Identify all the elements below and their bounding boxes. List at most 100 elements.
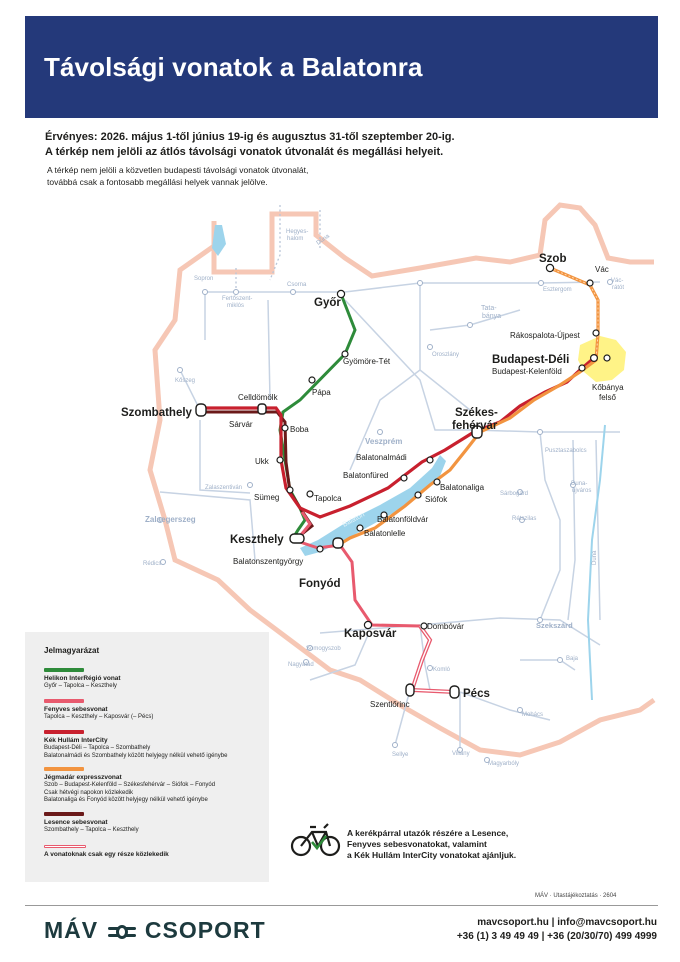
legend-swatch: [44, 668, 84, 672]
label-baja: Baja: [566, 656, 579, 662]
label-pusztaszabolcs: Pusztaszabolcs: [545, 448, 587, 454]
label-magyarboly: Magyarbóly: [488, 761, 519, 767]
label-kobanya-2: felső: [599, 393, 616, 402]
intro-text: Érvényes: 2026. május 1-től június 19-ig…: [45, 130, 645, 188]
label-sarbogard: Sárbogárd: [500, 491, 528, 497]
legend-swatch: [44, 699, 84, 703]
label-balatonalmadi: Balatonalmádi: [356, 453, 407, 462]
route-helikon: [278, 293, 357, 541]
label-szekszard: Szekszárd: [536, 621, 573, 630]
label-dombovar: Dombóvár: [427, 622, 464, 631]
legend-item-partial: A vonatoknak csak egy része közlekedik: [44, 845, 266, 859]
label-tapolca: Tapolca: [314, 494, 342, 503]
legend-item-route: Szob – Budapest-Kelenföld – Székesfehérv…: [44, 782, 216, 788]
page-title: Távolsági vonatok a Balatonra: [44, 52, 423, 82]
route-jegmadar: [339, 266, 600, 546]
route-partial: [409, 624, 456, 694]
legend-item-name: Jégmadár expresszvonat: [44, 774, 122, 781]
label-tata-2: bánya: [482, 313, 501, 320]
header-banner: Távolsági vonatok a Balatonra: [25, 16, 658, 118]
label-balatonfoldvar: Balatonföldvár: [377, 515, 428, 524]
legend-item-route: Budapest-Déli – Tapolca – Szombathely: [44, 745, 151, 751]
bike-note-line-2: Fenyves sebesvonatokat, valamint: [347, 839, 487, 849]
legend-swatch: [44, 767, 84, 771]
legend-item-name: Fenyves sebesvonat: [44, 706, 108, 713]
label-kobanya-1: Kőbánya: [592, 383, 624, 392]
legend-item-route: Tapolca – Keszthely – Kaposvár (– Pécs): [44, 714, 154, 720]
label-pecs: Pécs: [463, 688, 490, 700]
label-mohacs: Mohács: [522, 712, 543, 718]
note-line-2: továbbá csak a fontosabb megállási helye…: [47, 177, 268, 187]
bike-note: A kerékpárral utazók részére a Lesence, …: [347, 828, 516, 861]
label-retszilas: Rétszilas: [512, 516, 536, 522]
label-koszeg: Kőszeg: [175, 378, 195, 384]
label-rede: Rédics: [143, 561, 161, 567]
label-csorna: Csorna: [287, 282, 307, 288]
country-border-west: [147, 243, 656, 758]
label-somogyszob: Somogyszob: [306, 646, 341, 652]
label-balatonaliga: Balatonaliga: [440, 483, 485, 492]
footer-divider: [25, 905, 658, 906]
mav-logo: MÁV CSOPORT: [44, 917, 266, 944]
contact-info: mavcsoport.hu | info@mavcsoport.hu +36 (…: [457, 916, 657, 944]
country-border: [211, 202, 654, 279]
source-credit: MÁV · Utastájékoztatás · 2604: [535, 893, 617, 899]
label-tata-1: Tata-: [481, 305, 497, 312]
warning-text: A térkép nem jelöli az átlós távolsági v…: [45, 146, 444, 158]
label-fertoszent-2: miklós: [227, 303, 244, 309]
legend-item-kek-hullam: Kék Hullám InterCity Budapest-Déli – Tap…: [44, 730, 266, 760]
label-szombathely: Szombathely: [121, 407, 193, 419]
label-hegyeshalom-2: halom: [287, 236, 303, 242]
label-vac: Vác: [595, 265, 609, 274]
label-dunaujvaros-1: Duna-: [571, 481, 587, 487]
label-siofok: Siófok: [425, 495, 448, 504]
legend-item-lesence: Lesence sebesvonat Szombathely – Tapolca…: [44, 812, 266, 835]
label-szob: Szob: [539, 253, 566, 265]
label-komlo: Komló: [433, 667, 451, 673]
legend-swatch: [44, 812, 84, 816]
note-line-1: A térkép nem jelöli a közvetlen budapest…: [47, 165, 309, 175]
label-budapest-deli: Budapest-Déli: [492, 354, 569, 366]
label-esztergom: Esztergom: [543, 287, 572, 293]
label-sopron: Sopron: [194, 276, 213, 282]
contact-web[interactable]: mavcsoport.hu | info@mavcsoport.hu: [477, 917, 657, 928]
contact-phone[interactable]: +36 (1) 3 49 49 49 | +36 (20/30/70) 499 …: [456, 931, 657, 942]
label-duna-mid: Duna: [592, 550, 598, 565]
label-kaposvar: Kaposvár: [344, 628, 397, 640]
logo-left: MÁV: [44, 917, 99, 943]
legend-item-helikon: Helikon InterRégió vonat Győr – Tapolca …: [44, 668, 266, 691]
label-fertoszent-1: Fertőszent-: [222, 296, 252, 302]
legend-panel: Jelmagyarázat Helikon InterRégió vonat G…: [25, 632, 269, 882]
label-sarvar: Sárvár: [229, 420, 253, 429]
route-fenyves: [290, 511, 421, 628]
station-dots: [276, 263, 611, 630]
label-kelenfold: Budapest-Kelenföld: [492, 367, 562, 376]
budapest-area: [578, 336, 626, 382]
label-gyomore: Gyömöre-Tét: [343, 357, 391, 366]
label-celldomolk: Celldömölk: [238, 393, 279, 402]
legend-item-name: Kék Hullám InterCity: [44, 737, 108, 744]
legend-item-route: Győr – Tapolca – Keszthely: [44, 683, 117, 689]
label-fonyod: Fonyód: [299, 578, 341, 590]
logo-right: CSOPORT: [144, 917, 266, 943]
legend-swatch: [44, 845, 86, 848]
label-vac-ret-1: Vác-: [611, 278, 623, 284]
label-balatonszentgyorgy: Balatonszentgyörgy: [233, 557, 303, 566]
label-nagyatad: Nagyatád: [288, 662, 314, 668]
label-ukk: Ukk: [255, 457, 270, 466]
logo-mark-icon: [107, 924, 136, 939]
legend-item-name: Lesence sebesvonat: [44, 819, 108, 826]
label-balatonfured: Balatonfüred: [343, 471, 388, 480]
label-oroszlany: Oroszlány: [432, 352, 459, 358]
label-papa: Pápa: [312, 388, 331, 397]
bike-note-line-1: A kerékpárral utazók részére a Lesence,: [347, 828, 509, 838]
label-balatonlelle: Balatonlelle: [364, 529, 406, 538]
label-rakospalota: Rákospalota-Újpest: [510, 331, 581, 340]
label-villany: Villány: [452, 751, 470, 757]
lake-velence: [212, 225, 226, 256]
legend-item-jegmadar: Jégmadár expresszvonat Szob – Budapest-K…: [44, 767, 266, 805]
major-stations: [195, 403, 483, 699]
legend-item-note: Csak hétvégi napokon közlekedik: [44, 789, 134, 796]
label-boba: Boba: [290, 425, 309, 434]
